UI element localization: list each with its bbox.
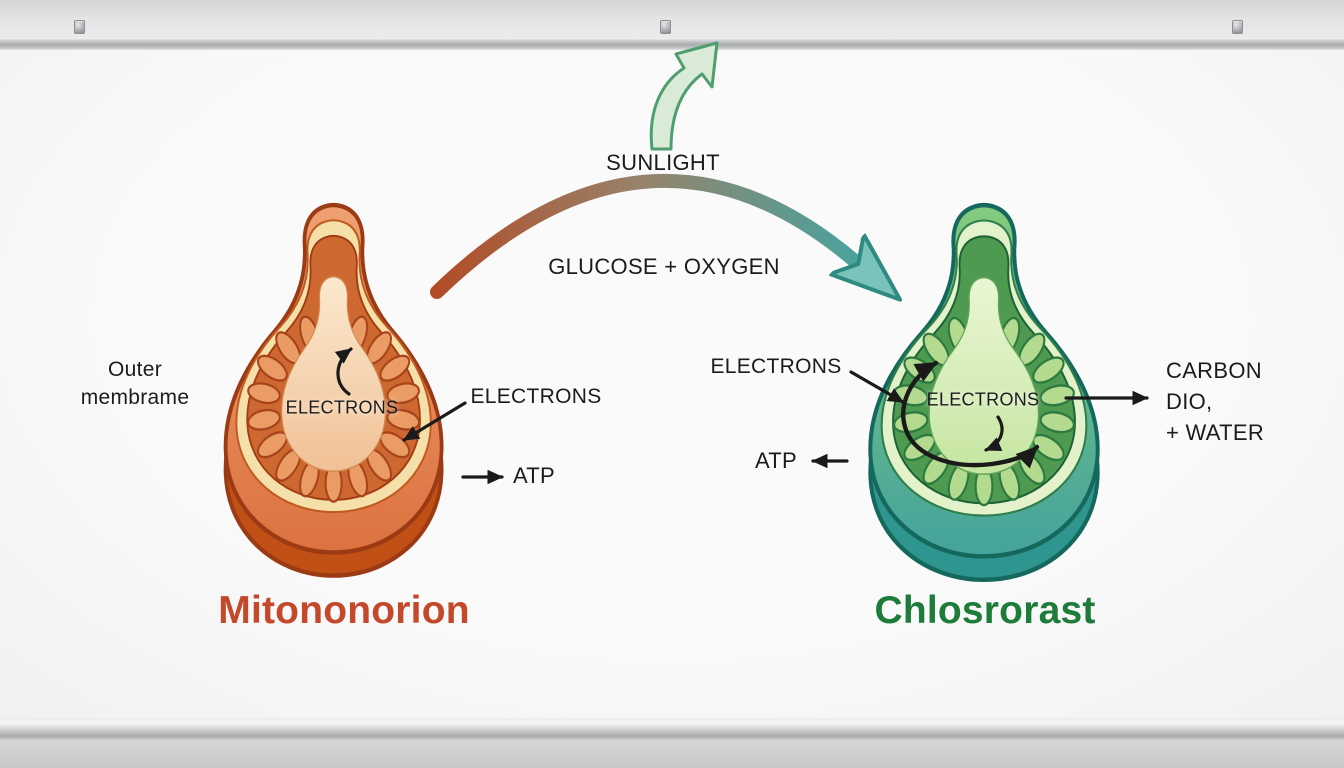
glucose-oxygen-flow-arrow	[430, 174, 856, 292]
chloro-output-label-line2: DIO,	[1166, 389, 1213, 414]
chloroplast-title: Chlosrorast	[874, 589, 1096, 632]
sunlight-arrow-icon	[649, 41, 719, 151]
chloro-output-label-line1: CARBON	[1166, 358, 1262, 383]
sunlight-label: SUNLIGHT	[606, 150, 720, 175]
wall-top	[0, 0, 1344, 38]
mito-atp-label: ATP	[512, 463, 556, 488]
outer-membrane-label: Outer membrame	[81, 356, 190, 412]
marker-tray	[0, 718, 1344, 740]
outer-membrane-label-line2: membrame	[80, 386, 190, 409]
mitochondrion-illustration	[226, 205, 442, 575]
mito-inner-flow-arrow	[334, 347, 353, 396]
screw-icon	[1232, 20, 1243, 34]
chloro-electrons-arrow	[849, 370, 905, 404]
annotation-arrows	[334, 347, 1149, 485]
chloro-electrons-label: ELECTRONS	[710, 355, 842, 378]
glucose-oxygen-label: GLUCOSE + OXYGEN	[548, 254, 780, 279]
chloro-output-label-line3: + WATER	[1166, 420, 1265, 445]
mitochondrion-title: Mitononorion	[218, 589, 470, 632]
screw-icon	[660, 20, 671, 34]
mito-electrons-arrow	[402, 401, 467, 442]
screw-icon	[74, 20, 85, 34]
outer-membrane-label-line1: Outer	[107, 358, 163, 381]
chloro-stroma-label: ELECTRONS	[926, 389, 1040, 410]
chloro-electron-cycle-arrow	[901, 360, 1040, 469]
wall-bottom	[0, 740, 1344, 768]
mito-electrons-label: ELECTRONS	[470, 385, 602, 408]
mito-matrix-label: ELECTRONS	[285, 397, 399, 418]
whiteboard-surface	[0, 50, 1344, 718]
chloro-output-label: CARBON DIO, + WATER	[1166, 355, 1264, 448]
chloro-atp-label: ATP	[754, 448, 798, 473]
